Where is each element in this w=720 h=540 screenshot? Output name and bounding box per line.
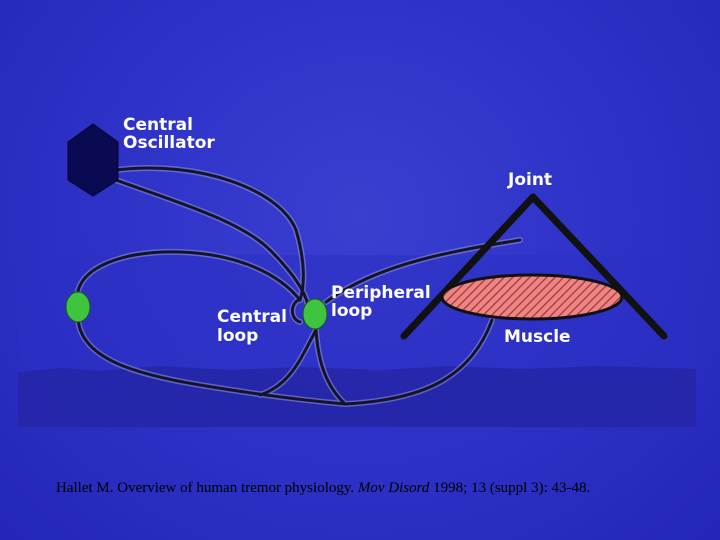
label-central-oscillator-2: Oscillator: [123, 133, 215, 153]
label-muscle: Muscle: [504, 327, 571, 347]
central-loop-node: [65, 291, 91, 323]
label-peripheral-loop-1: Peripheral: [331, 283, 431, 303]
label-central-oscillator-1: Central: [123, 115, 193, 135]
pathways: [74, 165, 523, 407]
central-oscillator-hexagon: [67, 123, 119, 197]
muscle-ellipse: [440, 273, 624, 321]
citation-details: 1998; 13 (suppl 3): 43-48.: [429, 480, 591, 496]
textured-band: [18, 366, 696, 427]
label-joint: Joint: [507, 170, 552, 190]
citation-journal: Mov Disord: [357, 480, 430, 496]
label-central-loop-2: loop: [217, 326, 258, 346]
peripheral-loop-node: [302, 298, 328, 330]
label-central-loop-1: Central: [217, 307, 287, 327]
citation: Hallet M. Overview of human tremor physi…: [56, 480, 706, 497]
label-peripheral-loop-2: loop: [331, 301, 372, 321]
citation-author-title: Hallet M. Overview of human tremor physi…: [56, 480, 358, 496]
joint-lines: [400, 193, 668, 340]
